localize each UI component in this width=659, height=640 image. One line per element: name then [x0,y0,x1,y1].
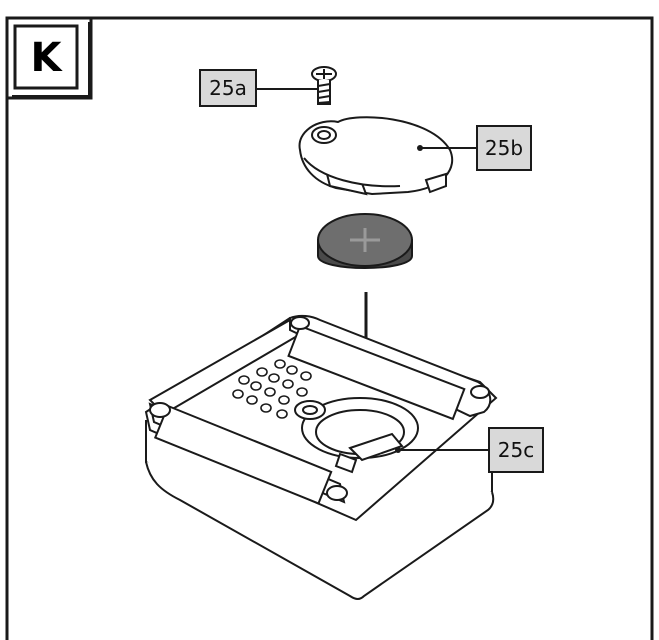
screw [311,66,337,105]
device-base [144,314,498,600]
label-screw-text: 25a [209,76,247,100]
label-cover: 25b [417,125,532,171]
speaker-holes [232,359,312,419]
frame [5,16,654,640]
label-compartment: 25c [395,427,544,473]
coin-battery [317,213,413,269]
label-cover-text: 25b [485,136,523,160]
battery-cover [298,116,454,196]
label-compartment-text: 25c [498,438,534,462]
label-screw: 25a [199,69,318,107]
step-box: K [5,16,93,100]
plus-icon [350,228,380,252]
step-letter: K [31,35,64,81]
